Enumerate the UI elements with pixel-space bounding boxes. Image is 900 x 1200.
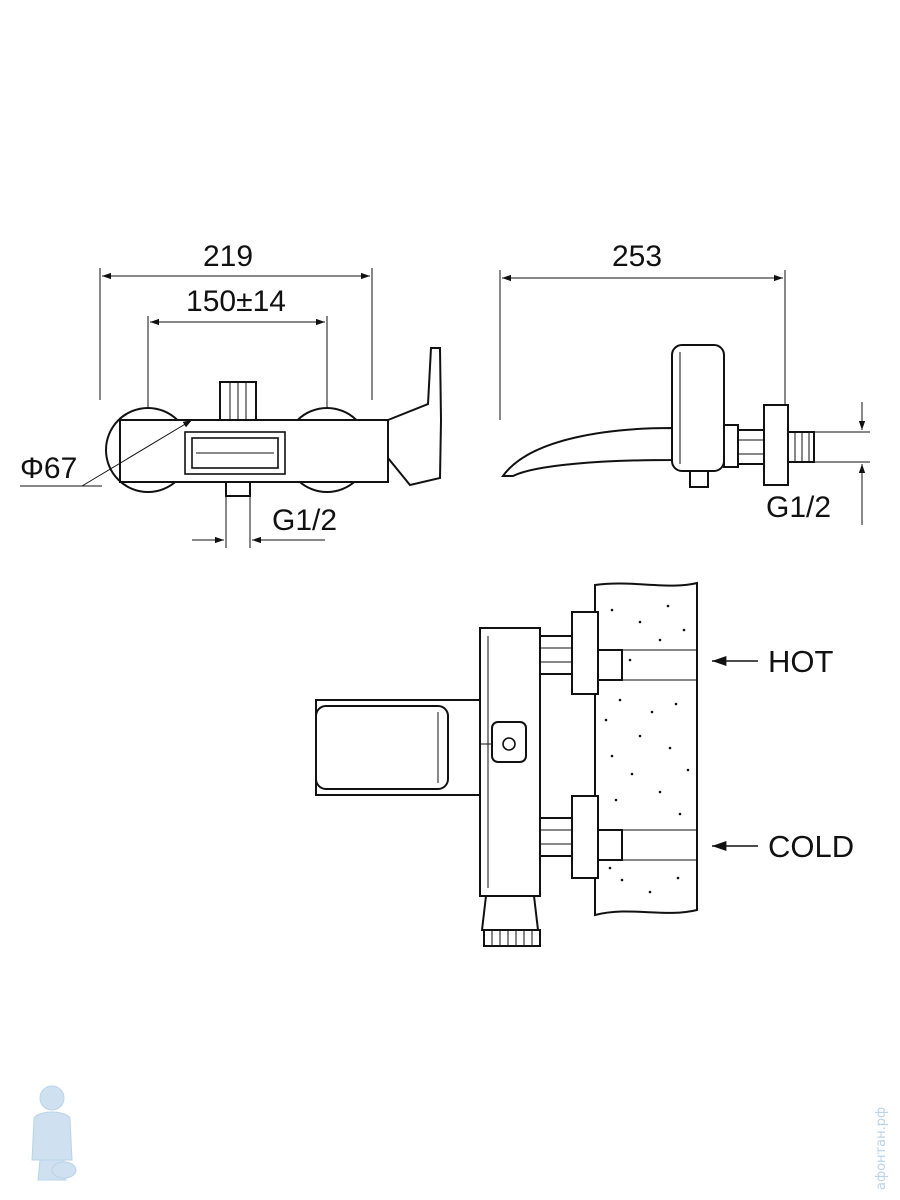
dimension-diameter: Φ67	[20, 452, 77, 485]
cold-connection: COLD	[539, 795, 854, 879]
installation-view: HOT COLD	[315, 581, 854, 947]
plumber-mascot-icon	[31, 1085, 77, 1181]
hot-connection: HOT	[539, 611, 834, 695]
watermark-text: афонтан.рф	[874, 1107, 889, 1190]
wall-speckle	[604, 604, 690, 894]
front-view: 219 150±14 G1/2 Φ67	[20, 240, 443, 548]
wall-section	[594, 581, 698, 917]
dimension-overall-width: 219	[203, 240, 253, 273]
cold-label: COLD	[768, 829, 854, 864]
side-view: 253 G1/2	[499, 240, 870, 525]
dimension-depth: 253	[612, 240, 662, 273]
hot-label: HOT	[768, 644, 834, 679]
dimension-center-distance: 150±14	[186, 285, 286, 318]
dimension-thread-bottom: G1/2	[272, 504, 337, 537]
dimension-thread-side: G1/2	[766, 491, 831, 524]
